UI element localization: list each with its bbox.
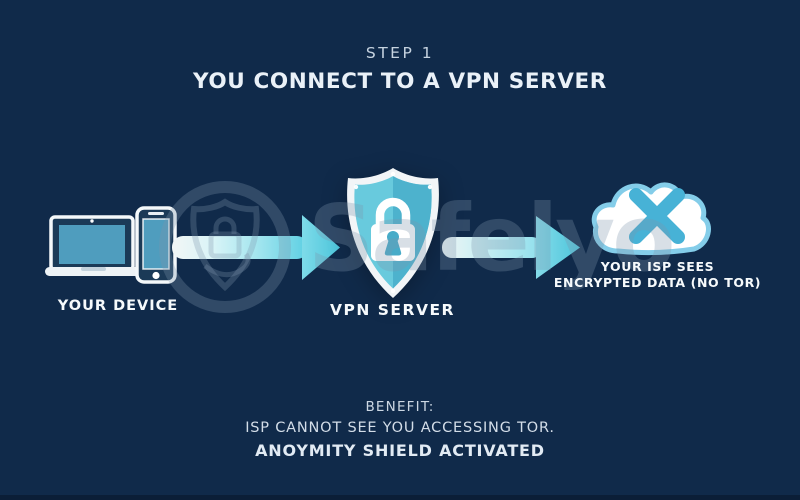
benefit-label: BENEFIT: [365, 399, 435, 415]
devices-icon [45, 206, 177, 284]
vpn-server-label: VPN SERVER [330, 301, 455, 319]
bottom-edge-strip [0, 495, 800, 500]
x-mark-icon [629, 188, 685, 244]
cloud-x-icon [591, 182, 711, 256]
shield-rivets [353, 171, 433, 294]
benefit-line1: ISP CANNOT SEE YOU ACCESSING TOR. [245, 420, 555, 436]
isp-label: YOUR ISP SEES ENCRYPTED DATA (NO TOR) [550, 259, 765, 290]
lock-icon [371, 197, 415, 261]
benefit-section: BENEFIT: ISP CANNOT SEE YOU ACCESSING TO… [0, 399, 800, 460]
laptop-icon [45, 215, 142, 276]
arrow-right-icon [442, 216, 580, 279]
page-title: YOU CONNECT TO A VPN SERVER [193, 69, 607, 94]
phone-speaker [148, 212, 164, 215]
device-label: YOUR DEVICE [57, 298, 179, 314]
isp-label-line2: ENCRYPTED DATA (NO TOR) [553, 274, 762, 290]
arrow-right-icon [172, 215, 340, 280]
isp-label-line1: YOUR ISP SEES [600, 259, 715, 274]
shield-lock-icon [347, 168, 439, 298]
benefit-line2: ANOYMITY SHIELD ACTIVATED [255, 441, 545, 460]
smartphone-icon [135, 206, 177, 284]
phone-home-button [152, 271, 160, 280]
webcam-dot [90, 219, 94, 223]
header: STEP 1 YOU CONNECT TO A VPN SERVER [0, 44, 800, 94]
step-label: STEP 1 [365, 44, 435, 62]
